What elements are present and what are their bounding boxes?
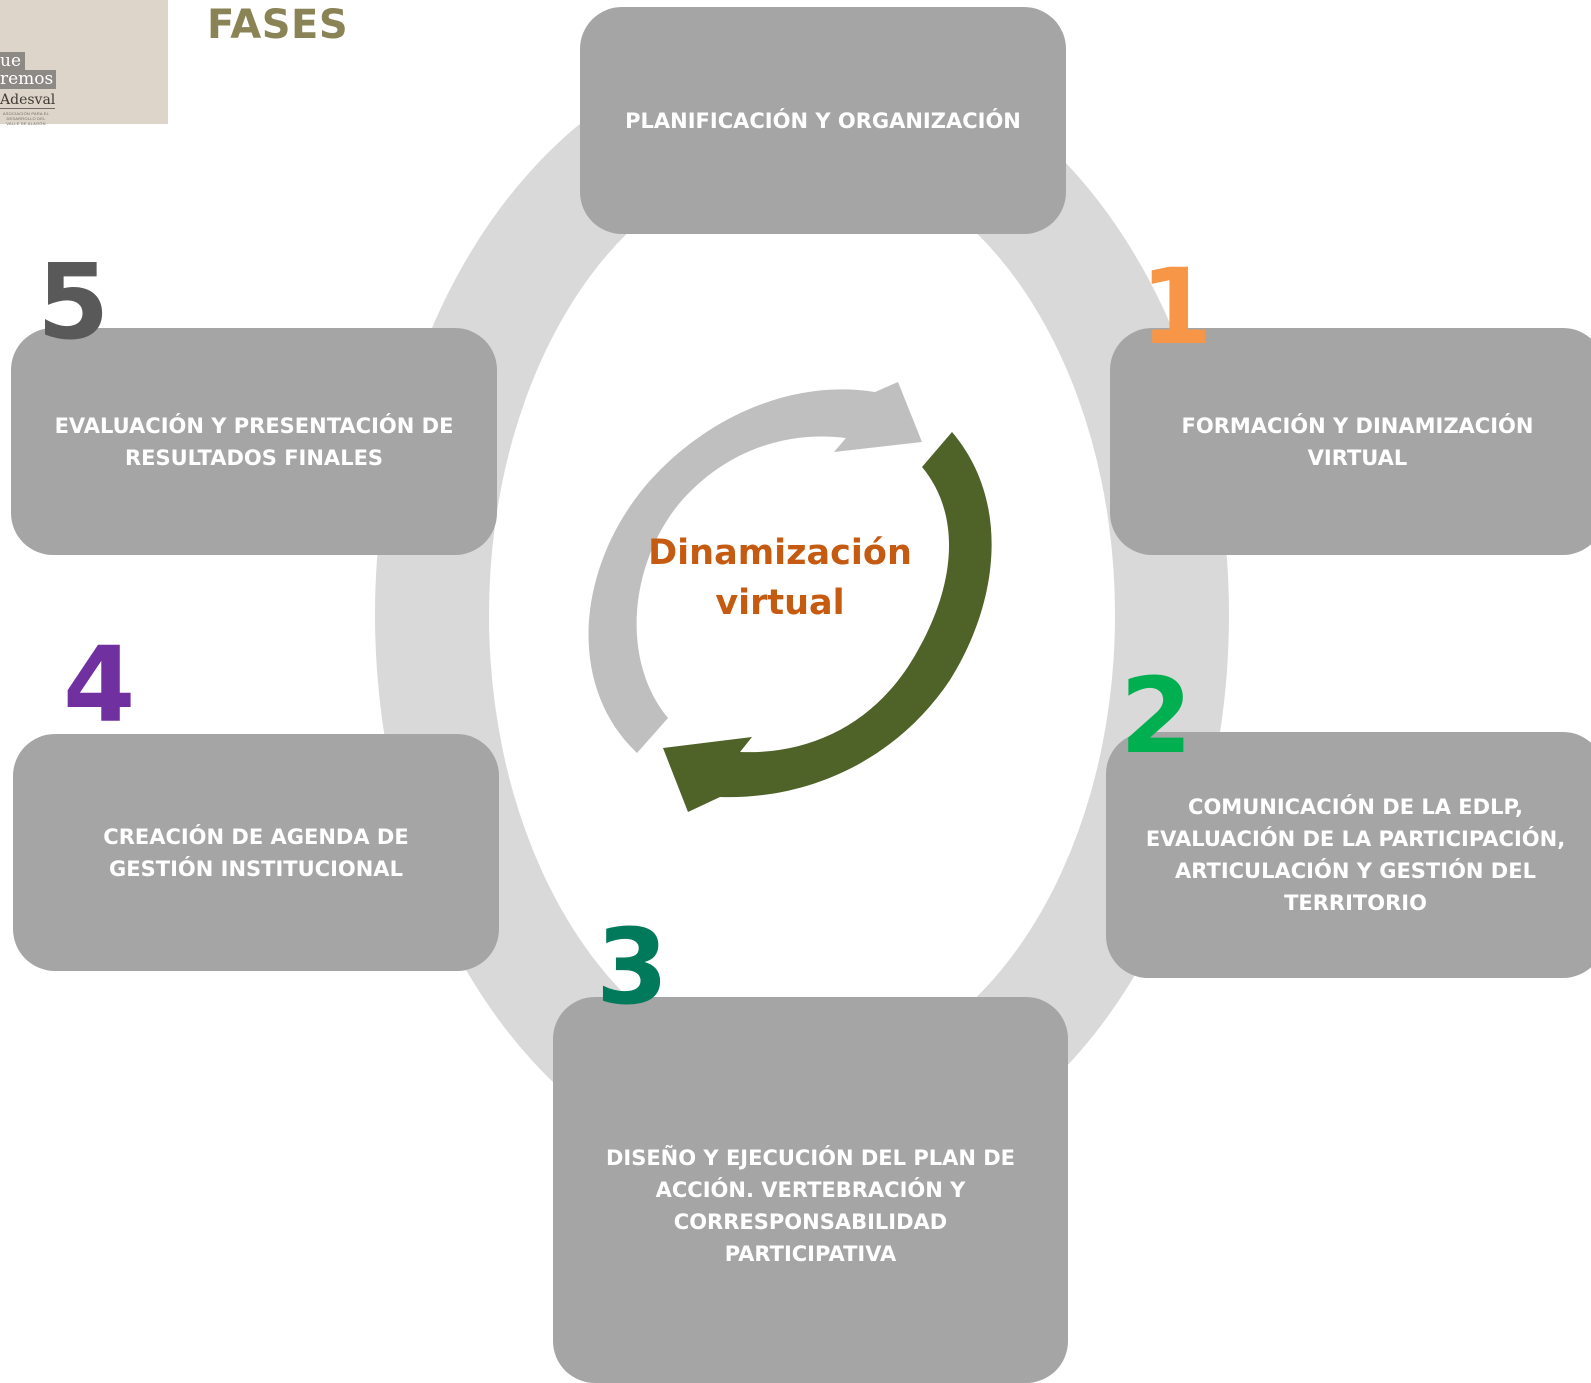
phase-box-5: EVALUACIÓN Y PRESENTACIÓN DE RESULTADOS … <box>11 328 497 555</box>
phase-number-2: 2 <box>1120 655 1193 777</box>
phase-box-1: FORMACIÓN Y DINAMIZACIÓN VIRTUAL <box>1110 328 1591 555</box>
phase-box-4: CREACIÓN DE AGENDA DE GESTIÓN INSTITUCIO… <box>13 734 499 971</box>
phase-number-4: 4 <box>63 624 136 746</box>
logo-text-line1: ue <box>0 52 26 71</box>
logo-text-line2: remos <box>0 70 57 89</box>
page-title: FASES <box>207 2 349 48</box>
phase-label: DISEÑO Y EJECUCIÓN DEL PLAN DE ACCIÓN. V… <box>605 1146 1016 1266</box>
cycle-arrow-gray <box>588 382 922 753</box>
phase-label: COMUNICACIÓN DE LA EDLP, EVALUACIÓN DE L… <box>1145 795 1566 915</box>
center-label-line2: virtual <box>715 583 845 623</box>
center-label-line1: Dinamización <box>648 533 912 573</box>
phase-number-3: 3 <box>596 906 669 1028</box>
logo-text-adesval: Adesval <box>0 92 56 109</box>
cycle-arrow-green <box>663 432 992 812</box>
logo-tagline: ASOCIACIÓN PARA EL DESARROLLO DEL VALLE … <box>2 111 50 126</box>
phase-label: CREACIÓN DE AGENDA DE GESTIÓN INSTITUCIO… <box>103 824 409 881</box>
phase-number-5: 5 <box>37 241 110 363</box>
phase-number-1: 1 <box>1140 246 1213 368</box>
phase-label: PLANIFICACIÓN Y ORGANIZACIÓN <box>625 108 1021 133</box>
phase-box-2: COMUNICACIÓN DE LA EDLP, EVALUACIÓN DE L… <box>1106 732 1591 978</box>
phase-label: EVALUACIÓN Y PRESENTACIÓN DE RESULTADOS … <box>54 413 454 470</box>
phase-box-3: DISEÑO Y EJECUCIÓN DEL PLAN DE ACCIÓN. V… <box>553 997 1068 1383</box>
phase-label: FORMACIÓN Y DINAMIZACIÓN VIRTUAL <box>1181 413 1534 470</box>
center-label: Dinamización virtual <box>640 528 920 628</box>
phase-box-planificacion: PLANIFICACIÓN Y ORGANIZACIÓN <box>580 7 1066 234</box>
organization-logo: ue remos Adesval ASOCIACIÓN PARA EL DESA… <box>0 0 168 126</box>
